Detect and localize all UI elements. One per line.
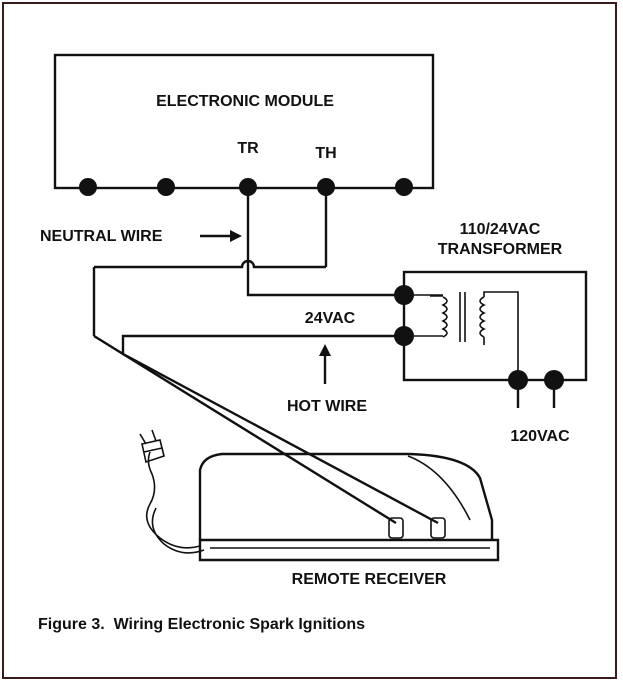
transformer-label-line2: TRANSFORMER: [438, 241, 563, 258]
24vac-label: 24VAC: [305, 310, 356, 327]
transformer-core: [459, 292, 466, 342]
neutral-wire: [246, 187, 404, 297]
figure-frame: [2, 2, 617, 679]
module-label: ELECTRONIC MODULE: [156, 93, 334, 110]
remote-receiver-body: [198, 452, 494, 540]
transformer-terminal-24v-b: [394, 326, 414, 346]
th-terminal-label: TH: [315, 145, 336, 162]
module-terminal-2: [157, 178, 175, 196]
plug-icon: [139, 429, 165, 464]
neutral-wire-label: NEUTRAL WIRE: [40, 228, 163, 245]
figure-caption: Figure 3. Wiring Electronic Spark Igniti…: [38, 616, 366, 633]
module-terminal-1: [79, 178, 97, 196]
electronic-module-box: [53, 53, 435, 190]
neutral-wire-arrowhead: [230, 230, 242, 242]
line-terminal-b: [544, 370, 564, 390]
hot-wire: [121, 334, 439, 525]
transformer-terminal-24v-a: [394, 285, 414, 305]
transformer-label-line1: 110/24VAC: [460, 221, 541, 238]
transformer-primary-leads: [414, 294, 443, 337]
tr-terminal-label: TR: [237, 140, 259, 157]
remote-receiver-detail: [210, 455, 490, 549]
transformer-coil-right: [479, 296, 486, 338]
hot-wire-label: HOT WIRE: [287, 398, 367, 415]
cable-top-wire: [94, 259, 326, 269]
line-terminal-a: [508, 370, 528, 390]
line-leads: [516, 390, 556, 408]
cable-left-diagonal: [93, 334, 397, 525]
remote-receiver-base: [198, 538, 500, 562]
receiver-terminal-1: [388, 517, 404, 539]
transformer-box: [402, 270, 588, 382]
120vac-label: 120VAC: [510, 428, 570, 445]
hot-wire-arrowhead: [319, 344, 331, 356]
transformer-coil-left: [441, 296, 448, 338]
module-terminal-5: [395, 178, 413, 196]
transformer-secondary-leads: [430, 291, 519, 378]
receiver-terminal-2: [430, 517, 446, 539]
remote-receiver-label: REMOTE RECEIVER: [292, 571, 447, 588]
power-cord: [145, 451, 205, 554]
